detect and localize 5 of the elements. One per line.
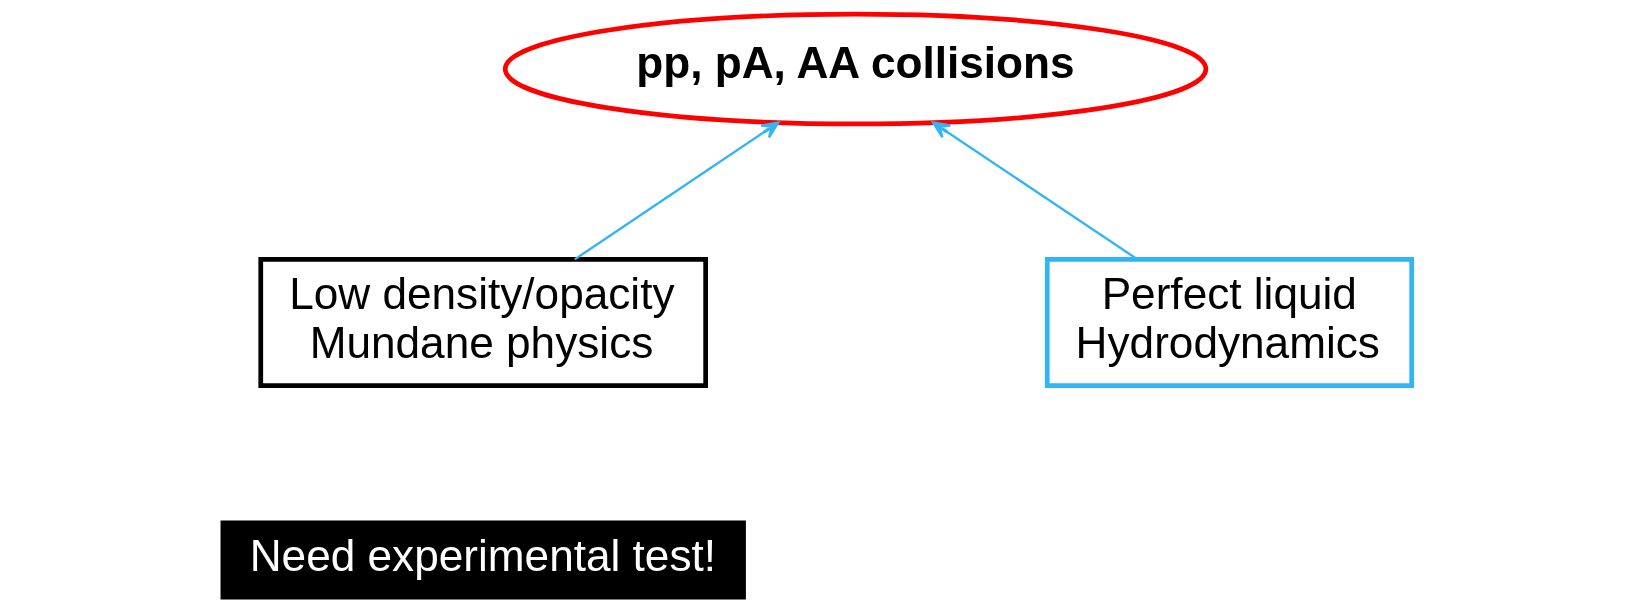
node-box: Need experimental test! bbox=[220, 520, 746, 600]
node-box: Perfect liquid Hydrodynamics bbox=[1044, 257, 1415, 388]
node-box: Low density/opacity Mundane physics bbox=[258, 257, 709, 388]
node-ellipse: pp, pA, AA collisions bbox=[502, 11, 1209, 127]
arrow bbox=[574, 121, 780, 261]
